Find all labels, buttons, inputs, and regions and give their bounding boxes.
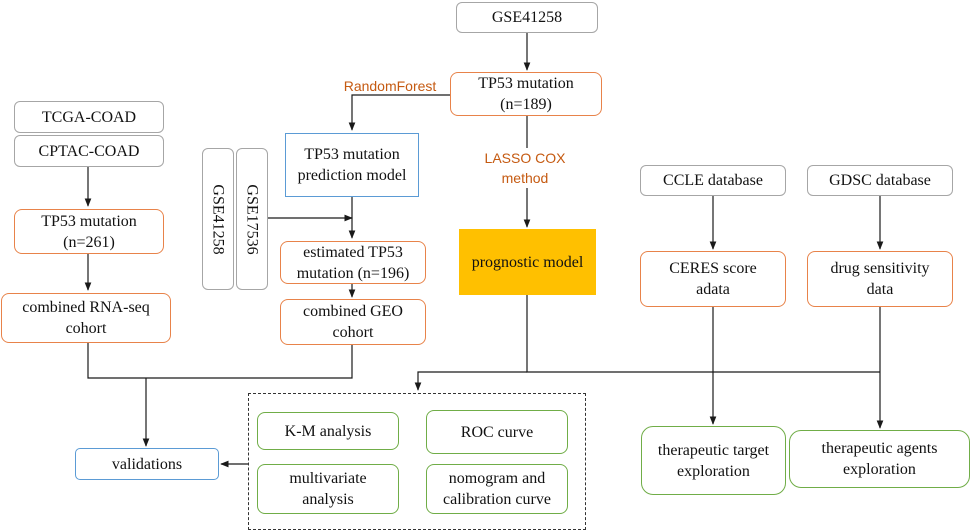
edge-to-analysis-group (414, 371, 527, 391)
roc-curve-node: ROC curve (426, 410, 568, 454)
combined-rnaseq-node: combined RNA-seq cohort (1, 293, 171, 343)
estimated-tp53-node: estimated TP53 mutation (n=196) (280, 241, 426, 284)
gdsc-database-node: GDSC database (807, 165, 953, 196)
km-analysis-node: K-M analysis (257, 412, 399, 450)
gse41258-side-node: GSE41258 (202, 148, 234, 290)
combined-geo-node: combined GEO cohort (280, 299, 426, 345)
tp53-mutation-189-node: TP53 mutation (n=189) (450, 72, 602, 116)
therapeutic-target-node: therapeutic target exploration (641, 426, 786, 495)
prediction-model-node: TP53 mutation prediction model (285, 133, 419, 197)
gse41258-top-node: GSE41258 (456, 2, 598, 33)
lasso-cox-label: LASSO COX method (470, 148, 580, 188)
cptac-coad-node: CPTAC-COAD (14, 135, 164, 167)
random-forest-label: RandomForest (343, 78, 437, 94)
gse17536-side-node: GSE17536 (236, 148, 268, 290)
ccle-database-node: CCLE database (640, 165, 786, 196)
therapeutic-agents-node: therapeutic agents exploration (789, 430, 970, 488)
edge-random-forest (348, 94, 450, 131)
multivariate-analysis-node: multivariate analysis (257, 464, 399, 514)
validations-node: validations (75, 448, 219, 480)
tcga-coad-node: TCGA-COAD (14, 101, 164, 133)
nomogram-calibration-node: nomogram and calibration curve (426, 464, 568, 514)
edge-rnaseq-join (87, 343, 353, 379)
prognostic-model-node: prognostic model (459, 229, 596, 295)
analysis-group-frame (248, 393, 586, 530)
drug-sensitivity-node: drug sensitivity data (807, 251, 953, 307)
ceres-score-node: CERES score adata (640, 251, 786, 307)
tp53-mutation-261-node: TP53 mutation (n=261) (14, 209, 164, 254)
gse41258-side-label: GSE41258 (209, 183, 227, 255)
gse17536-side-label: GSE17536 (243, 183, 261, 255)
